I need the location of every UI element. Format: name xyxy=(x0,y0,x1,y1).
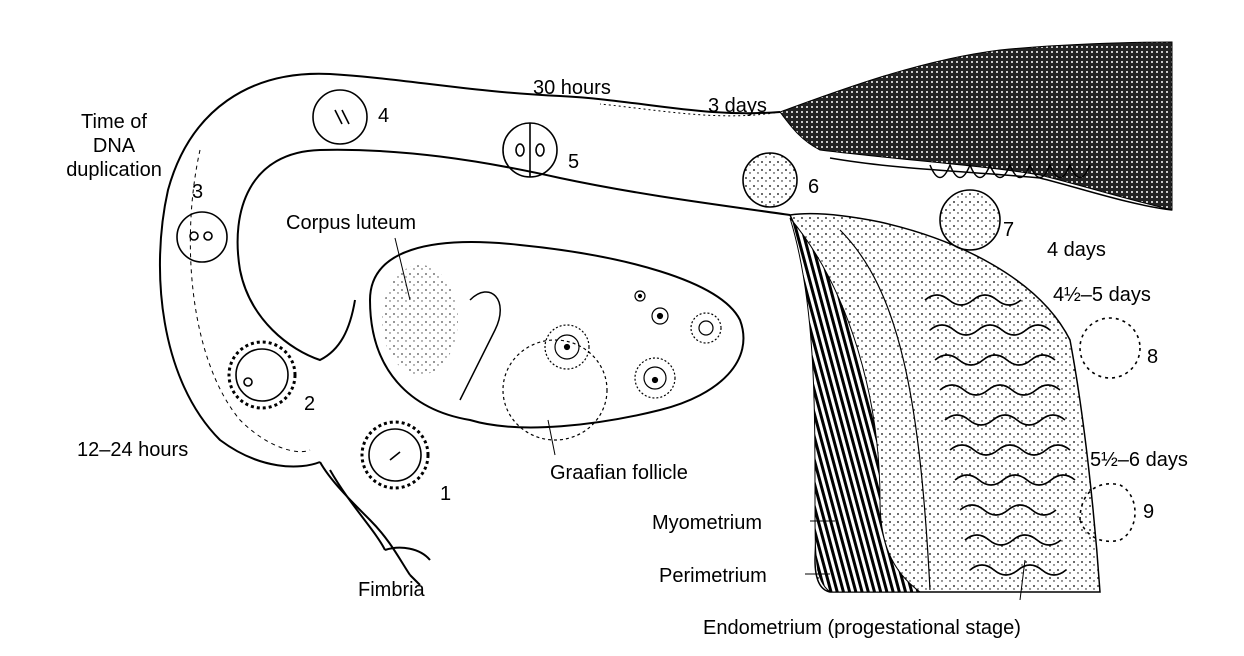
dna-label-line1: Time of xyxy=(81,111,147,133)
label-5-6-days: 5½–6 days xyxy=(1090,449,1188,471)
stage-number-8: 8 xyxy=(1147,346,1159,368)
fimbria xyxy=(319,461,431,586)
corpus-luteum-region xyxy=(382,265,458,375)
label-corpus-luteum: Corpus luteum xyxy=(286,212,417,234)
label-4-days: 4 days xyxy=(1047,239,1106,261)
graafian-follicle-region xyxy=(502,339,608,441)
label-myometrium: Myometrium xyxy=(652,512,763,534)
dna-label-line2: DNA xyxy=(92,135,136,157)
uterus-upper-wall xyxy=(779,41,1173,211)
stage-number-6: 6 xyxy=(808,176,820,198)
stage-number-1: 1 xyxy=(440,483,452,505)
label-endometrium: Endometrium (progestational stage) xyxy=(703,617,1021,639)
label-30-hours: 30 hours xyxy=(533,77,611,99)
dna-duplication-label: Time of DNA duplication xyxy=(42,110,186,182)
label-3-days: 3 days xyxy=(708,95,767,117)
stage-number-9: 9 xyxy=(1143,501,1155,523)
label-4-5-days: 4½–5 days xyxy=(1053,284,1151,306)
dna-label-line3: duplication xyxy=(66,159,162,181)
ovary xyxy=(368,237,745,456)
embryo-stages xyxy=(176,89,1141,542)
stage-number-7: 7 xyxy=(1003,219,1015,241)
label-fimbria: Fimbria xyxy=(358,579,425,601)
uterus-lower-wall xyxy=(788,212,1101,601)
label-graafian-follicle: Graafian follicle xyxy=(550,462,688,484)
stage-number-2: 2 xyxy=(304,393,316,415)
stage-number-3: 3 xyxy=(192,181,204,203)
oviduct xyxy=(158,72,791,468)
label-12-24-hours: 12–24 hours xyxy=(77,439,189,461)
stage-number-5: 5 xyxy=(568,151,580,173)
stage-number-4: 4 xyxy=(378,105,390,127)
label-perimetrium: Perimetrium xyxy=(659,565,767,587)
